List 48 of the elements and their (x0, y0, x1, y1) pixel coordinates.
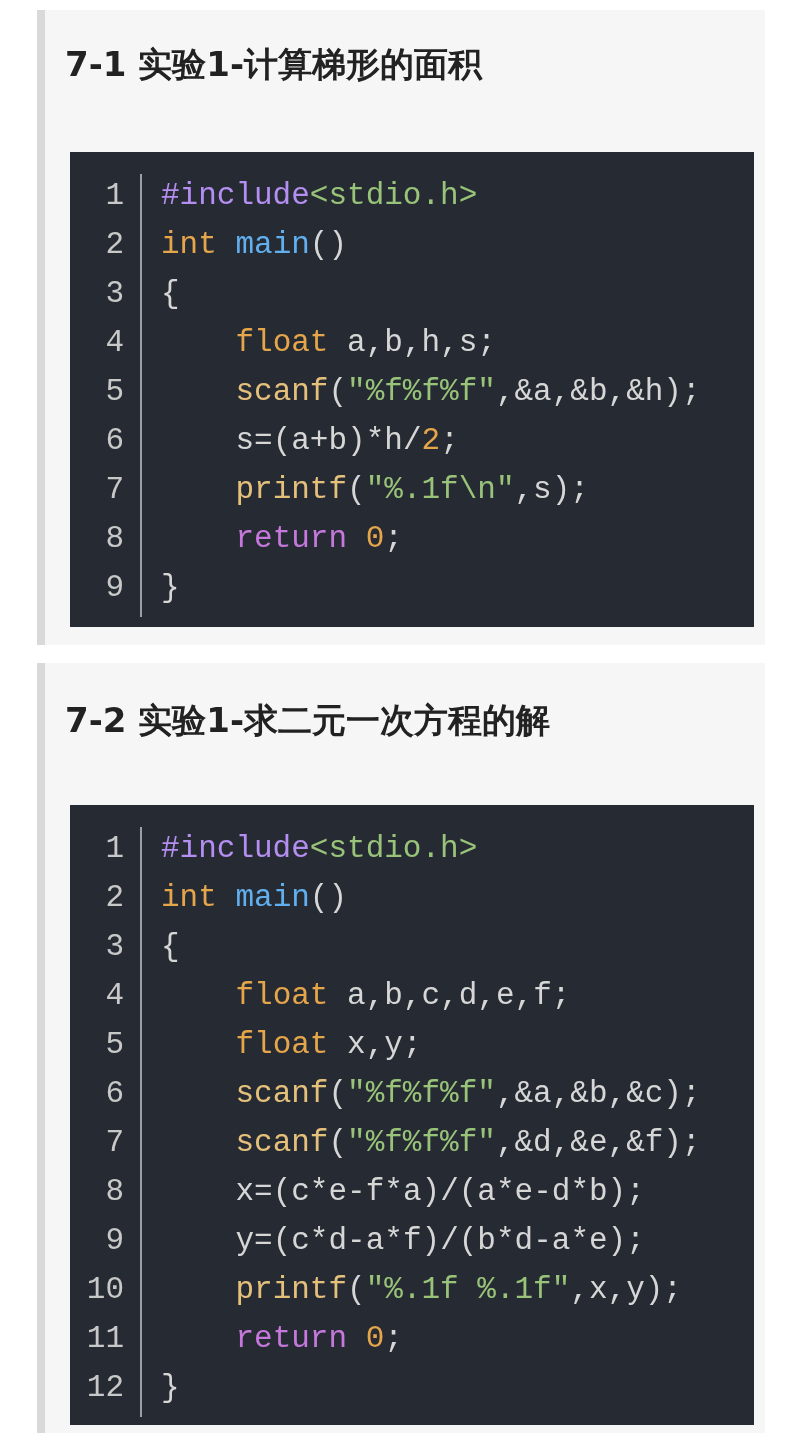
code-panel (70, 152, 754, 627)
code-line: float x,y; (234, 1027, 422, 1062)
line-number: 5 (104, 1027, 124, 1062)
line-number: 2 (104, 227, 124, 262)
code-line: int main() (161, 227, 348, 262)
line-number: 7 (104, 472, 124, 507)
code-line: float a,b,c,d,e,f; (234, 978, 571, 1013)
code-line: y=(c*d-a*f)/(b*d-a*e); (234, 1223, 645, 1258)
line-number: 4 (104, 325, 124, 360)
line-number: 8 (104, 1174, 124, 1209)
line-number: 6 (104, 423, 124, 458)
line-number: 4 (104, 978, 124, 1013)
line-number: 7 (104, 1125, 124, 1160)
card-background (37, 663, 765, 1433)
code-line: float a,b,h,s; (234, 325, 496, 360)
line-number: 9 (104, 570, 124, 605)
line-number: 2 (104, 880, 124, 915)
line-number: 11 (85, 1321, 124, 1356)
section-heading: 7-1 实验1-计算梯形的面积 (65, 43, 483, 86)
line-number: 5 (104, 374, 124, 409)
code-line: return 0; (234, 1321, 403, 1356)
code-line: #include<stdio.h> (161, 831, 478, 866)
line-number: 8 (104, 521, 124, 556)
line-number: 3 (104, 929, 124, 964)
code-line: scanf("%f%f%f",&a,&b,&c); (234, 1076, 701, 1111)
code-line: int main() (161, 880, 348, 915)
line-number: 12 (85, 1370, 124, 1405)
code-line: { (161, 276, 180, 311)
code-line: } (161, 1370, 180, 1405)
code-line: s=(a+b)*h/2; (234, 423, 459, 458)
code-line: return 0; (234, 521, 403, 556)
section-heading: 7-2 实验1-求二元一次方程的解 (65, 699, 551, 742)
code-line: printf("%.1f %.1f",x,y); (234, 1272, 682, 1307)
line-number: 9 (104, 1223, 124, 1258)
code-line: } (161, 570, 180, 605)
code-line: scanf("%f%f%f",&a,&b,&h); (234, 374, 701, 409)
code-line: scanf("%f%f%f",&d,&e,&f); (234, 1125, 701, 1160)
line-number: 1 (104, 831, 124, 866)
line-number: 3 (104, 276, 124, 311)
code-line: { (161, 929, 180, 964)
line-number: 10 (85, 1272, 124, 1307)
code-panel (70, 805, 754, 1425)
code-line: printf("%.1f\n",s); (234, 472, 589, 507)
code-line: x=(c*e-f*a)/(a*e-d*b); (234, 1174, 645, 1209)
line-number: 6 (104, 1076, 124, 1111)
line-number: 1 (104, 178, 124, 213)
card-background (37, 10, 765, 645)
code-line: #include<stdio.h> (161, 178, 478, 213)
